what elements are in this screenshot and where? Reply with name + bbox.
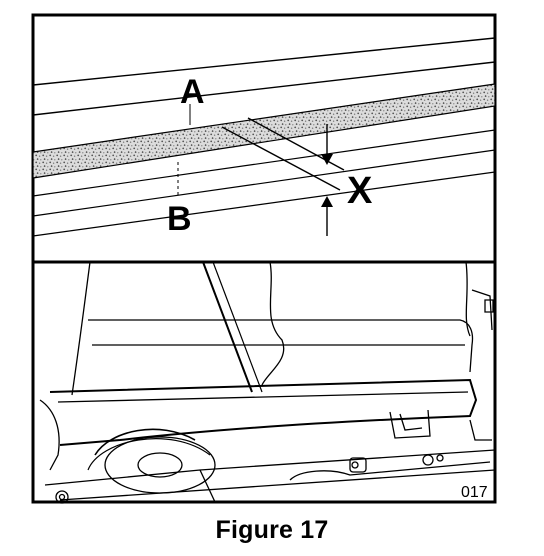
label-b: B: [167, 200, 192, 238]
up-arrow-icon: [321, 196, 333, 207]
down-arrow-icon: [321, 154, 333, 165]
moulding-strip: [32, 83, 496, 179]
label-x: X: [347, 170, 373, 212]
figure-code: 017: [461, 484, 488, 501]
detail-inset: [32, 37, 496, 237]
label-a: A: [180, 73, 205, 111]
vehicle-side-view: [39, 261, 496, 504]
figure-caption: Figure 17: [215, 516, 329, 544]
outer-frame: [31, 13, 497, 504]
